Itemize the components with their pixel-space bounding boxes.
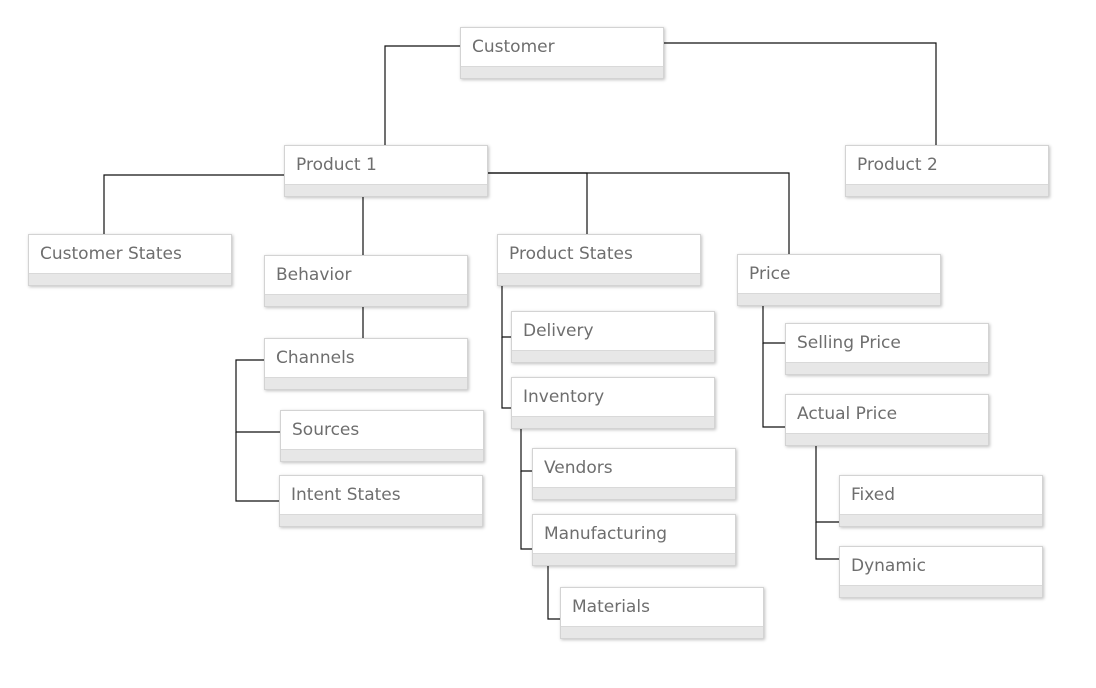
node-footer <box>281 449 483 461</box>
node-footer <box>533 553 735 565</box>
node-footer <box>786 433 988 445</box>
node-label: Actual Price <box>797 404 898 424</box>
node-footer <box>533 487 735 499</box>
node-footer <box>840 514 1042 526</box>
node-inventory[interactable]: Inventory <box>511 377 715 429</box>
node-dynamic[interactable]: Dynamic <box>839 546 1043 598</box>
node-label: Fixed <box>851 485 896 505</box>
node-price[interactable]: Price <box>737 254 941 306</box>
node-product-states[interactable]: Product States <box>497 234 701 286</box>
node-channels[interactable]: Channels <box>264 338 468 390</box>
edge-product-states-inventory <box>501 337 511 409</box>
edge-actual-price-fixed <box>815 446 839 523</box>
node-footer <box>786 362 988 374</box>
node-customer-states[interactable]: Customer States <box>28 234 232 286</box>
node-label: Materials <box>572 597 650 617</box>
edge-actual-price-dynamic <box>815 522 839 560</box>
edge-product-1-customer-states <box>103 174 284 234</box>
node-label: Product States <box>509 244 633 264</box>
node-footer <box>265 294 467 306</box>
edge-channels-intent-states <box>235 432 279 502</box>
node-selling-price[interactable]: Selling Price <box>785 323 989 375</box>
node-customer[interactable]: Customer <box>460 27 664 79</box>
node-manufacturing[interactable]: Manufacturing <box>532 514 736 566</box>
node-label: Customer States <box>40 244 182 264</box>
edge-price-actual-price <box>762 343 785 428</box>
edge-product-1-price <box>488 172 790 254</box>
edge-customer-product-2 <box>664 42 937 145</box>
node-label: Product 1 <box>296 155 377 175</box>
node-label: Sources <box>292 420 360 440</box>
node-footer <box>498 273 700 285</box>
node-fixed[interactable]: Fixed <box>839 475 1043 527</box>
node-product-2[interactable]: Product 2 <box>845 145 1049 197</box>
node-label: Price <box>749 264 791 284</box>
node-vendors[interactable]: Vendors <box>532 448 736 500</box>
node-footer <box>29 273 231 285</box>
node-sources[interactable]: Sources <box>280 410 484 462</box>
node-footer <box>285 184 487 196</box>
node-label: Vendors <box>544 458 613 478</box>
node-label: Behavior <box>276 265 352 285</box>
node-behavior[interactable]: Behavior <box>264 255 468 307</box>
edge-price-selling-price <box>762 306 785 344</box>
edge-product-1-product-states <box>488 172 588 234</box>
node-materials[interactable]: Materials <box>560 587 764 639</box>
edge-inventory-manufacturing <box>520 471 532 550</box>
node-footer <box>561 626 763 638</box>
node-label: Dynamic <box>851 556 926 576</box>
node-label: Customer <box>472 37 555 57</box>
node-footer <box>265 377 467 389</box>
node-label: Product 2 <box>857 155 938 175</box>
node-label: Selling Price <box>797 333 901 353</box>
edge-product-states-delivery <box>501 286 511 338</box>
node-delivery[interactable]: Delivery <box>511 311 715 363</box>
node-label: Delivery <box>523 321 594 341</box>
node-product-1[interactable]: Product 1 <box>284 145 488 197</box>
node-footer <box>840 585 1042 597</box>
node-actual-price[interactable]: Actual Price <box>785 394 989 446</box>
node-footer <box>738 293 940 305</box>
node-label: Intent States <box>291 485 401 505</box>
edge-inventory-vendors <box>520 429 532 472</box>
edge-channels-sources <box>235 359 280 433</box>
node-footer <box>846 184 1048 196</box>
node-footer <box>512 350 714 362</box>
node-footer <box>512 416 714 428</box>
node-footer <box>461 66 663 78</box>
node-intent-states[interactable]: Intent States <box>279 475 483 527</box>
edge-customer-product-1 <box>384 45 460 145</box>
node-label: Channels <box>276 348 355 368</box>
node-label: Inventory <box>523 387 605 407</box>
node-label: Manufacturing <box>544 524 668 544</box>
edge-manufacturing-materials <box>547 566 560 620</box>
node-footer <box>280 514 482 526</box>
